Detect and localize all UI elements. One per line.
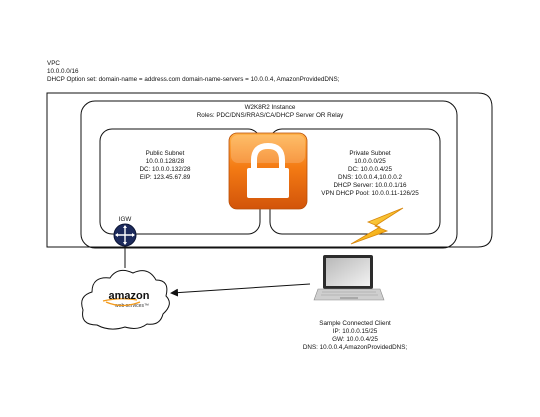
private-subnet-line: VPN DHCP Pool: 10.0.0.11-126/25: [321, 190, 419, 197]
router-icon: [113, 223, 137, 247]
vpc-cidr: 10.0.0.0/16: [47, 68, 79, 75]
igw-label: IGW: [118, 216, 132, 223]
client-line: IP: 10.0.0.15/25: [332, 328, 378, 335]
amazon-logo-word: amazon: [109, 290, 150, 302]
lock-icon: [228, 132, 308, 210]
vpc-boundary: [46, 92, 493, 248]
vpc-title: VPC: [47, 60, 60, 67]
client-title: Sample Connected Client: [319, 320, 391, 327]
private-subnet-line: DC: 10.0.0.4/25: [347, 166, 393, 173]
instance-name: W2K8R2 Instance: [244, 104, 296, 111]
instance-roles: Roles: PDC/DNS/RRAS/CA/DHCP Server OR Re…: [196, 112, 344, 119]
client-to-cloud-arrow: [170, 283, 311, 297]
public-subnet-line: DC: 10.0.0.132/28: [139, 166, 191, 173]
amazon-smile: [105, 301, 141, 307]
public-subnet-title: Public Subnet: [145, 150, 185, 157]
cloud-icon: [81, 269, 170, 330]
amazon-logo-sub: web services™: [115, 303, 149, 309]
private-subnet-line: DHCP Server: 10.0.0.1/16: [333, 182, 407, 189]
private-subnet-line: 10.0.0.0/25: [354, 158, 386, 165]
instance-boundary: [80, 100, 458, 249]
private-subnet-line: DNS: 10.0.0.4,10.0.0.2: [337, 174, 403, 181]
client-line: GW: 10.0.0.4/25: [332, 336, 378, 343]
lightning-icon: [350, 207, 404, 245]
public-subnet-line: EIP: 123.45.67.89: [139, 174, 191, 181]
public-subnet-line: 10.0.0.128/28: [145, 158, 185, 165]
dhcp-options: DHCP Option set: domain-name = address.c…: [47, 76, 340, 83]
laptop-icon: [313, 255, 385, 301]
client-line: DNS: 10.0.0.4,AmazonProvidedDNS;: [302, 344, 408, 351]
private-subnet-title: Private Subnet: [349, 150, 391, 157]
